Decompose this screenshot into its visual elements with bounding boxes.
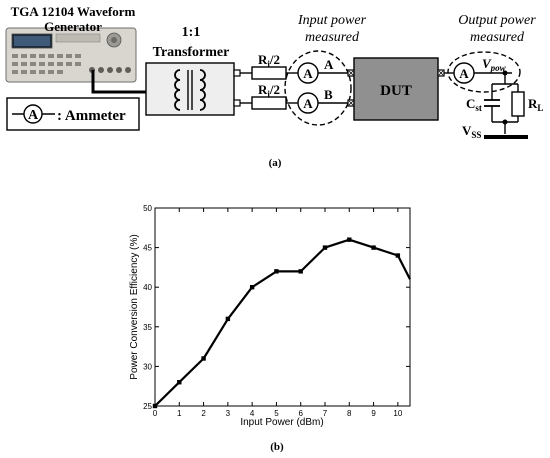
input-power-label-line1: Input power bbox=[297, 13, 367, 28]
dut-label: DUT bbox=[380, 83, 412, 99]
data-point bbox=[177, 380, 182, 385]
x-tick-label: 9 bbox=[371, 409, 376, 418]
data-point bbox=[395, 253, 401, 258]
x-tick-label: 10 bbox=[393, 409, 402, 418]
circuit-schematic: TGA 12104 Waveform Generator A : Ammeter… bbox=[5, 4, 543, 169]
vss-label: VSS bbox=[462, 123, 481, 140]
y-tick-label: 25 bbox=[143, 402, 152, 411]
x-tick-label: 5 bbox=[274, 409, 279, 418]
transformer: 1:1 Transformer bbox=[145, 25, 241, 116]
input-measure-region bbox=[284, 50, 352, 126]
data-point bbox=[201, 356, 206, 361]
plot-frame bbox=[154, 207, 411, 407]
generator-cable bbox=[91, 70, 146, 94]
caption-b: (b) bbox=[270, 441, 284, 453]
waveform-generator-icon bbox=[5, 27, 137, 83]
ammeter-legend-symbol-icon bbox=[23, 104, 43, 124]
line-b-label: B bbox=[324, 87, 333, 102]
rl-label: RL bbox=[528, 96, 543, 113]
x-tick-label: 4 bbox=[250, 409, 255, 418]
y-tick-label: 35 bbox=[143, 323, 152, 332]
ammeter-legend-letter: A bbox=[28, 108, 39, 123]
resistor-bottom-label: Ri/2 bbox=[258, 82, 280, 99]
load-resistor bbox=[511, 91, 525, 117]
dut-block bbox=[353, 57, 439, 121]
output-measure-region bbox=[447, 51, 521, 93]
x-tick-label: 0 bbox=[153, 409, 158, 418]
data-point bbox=[347, 237, 352, 242]
line-a-label: A bbox=[324, 57, 334, 72]
x-axis: 0 1 2 3 4 5 6 7 8 9 10 bbox=[153, 208, 403, 418]
primary-coil-icon bbox=[174, 69, 181, 111]
x-tick-label: 7 bbox=[323, 409, 328, 418]
x-axis-label: Input Power (dBm) bbox=[240, 417, 323, 428]
input-ammeter-b-letter: A bbox=[303, 96, 313, 111]
x-tick-label: 6 bbox=[298, 409, 303, 418]
generator-label-line1: TGA 12104 Waveform bbox=[11, 4, 136, 19]
vpow-label: Vpow bbox=[482, 56, 507, 73]
x-tick-label: 3 bbox=[226, 409, 231, 418]
x-tick-label: 8 bbox=[347, 409, 352, 418]
generator-label-line2: Generator bbox=[44, 19, 102, 34]
y-axis-label: Power Conversion Efficiency (%) bbox=[129, 234, 140, 379]
data-point bbox=[371, 245, 376, 250]
data-point bbox=[249, 285, 255, 290]
y-axis: 25 30 35 40 45 50 bbox=[143, 204, 410, 411]
data-point bbox=[322, 245, 328, 250]
x-tick-label: 2 bbox=[201, 409, 206, 418]
efficiency-series-markers bbox=[152, 237, 401, 409]
efficiency-series-line bbox=[154, 238, 411, 407]
secondary-coil-icon bbox=[199, 69, 206, 111]
y-tick-label: 30 bbox=[143, 362, 152, 371]
data-point bbox=[225, 316, 231, 322]
ammeter-legend-text: : Ammeter bbox=[57, 108, 126, 124]
transformer-label: Transformer bbox=[153, 45, 230, 60]
transformer-ratio: 1:1 bbox=[182, 25, 201, 40]
output-power-label-line2: measured bbox=[470, 30, 525, 45]
data-point bbox=[274, 269, 279, 274]
output-ammeter-letter: A bbox=[459, 66, 469, 81]
y-tick-label: 50 bbox=[143, 204, 152, 213]
ammeter-legend: A : Ammeter bbox=[6, 97, 140, 131]
cst-label: Cst bbox=[466, 96, 482, 113]
caption-a: (a) bbox=[269, 157, 282, 169]
input-power-label-line2: measured bbox=[305, 30, 360, 45]
input-ammeter-a-letter: A bbox=[303, 66, 313, 81]
output-power-label-line1: Output power bbox=[458, 13, 536, 28]
x-tick-label: 1 bbox=[177, 409, 182, 418]
data-point bbox=[298, 269, 303, 274]
data-point bbox=[152, 403, 158, 409]
y-tick-label: 45 bbox=[143, 244, 152, 253]
resistor-top-label: Ri/2 bbox=[258, 52, 280, 69]
y-tick-label: 40 bbox=[143, 283, 152, 292]
